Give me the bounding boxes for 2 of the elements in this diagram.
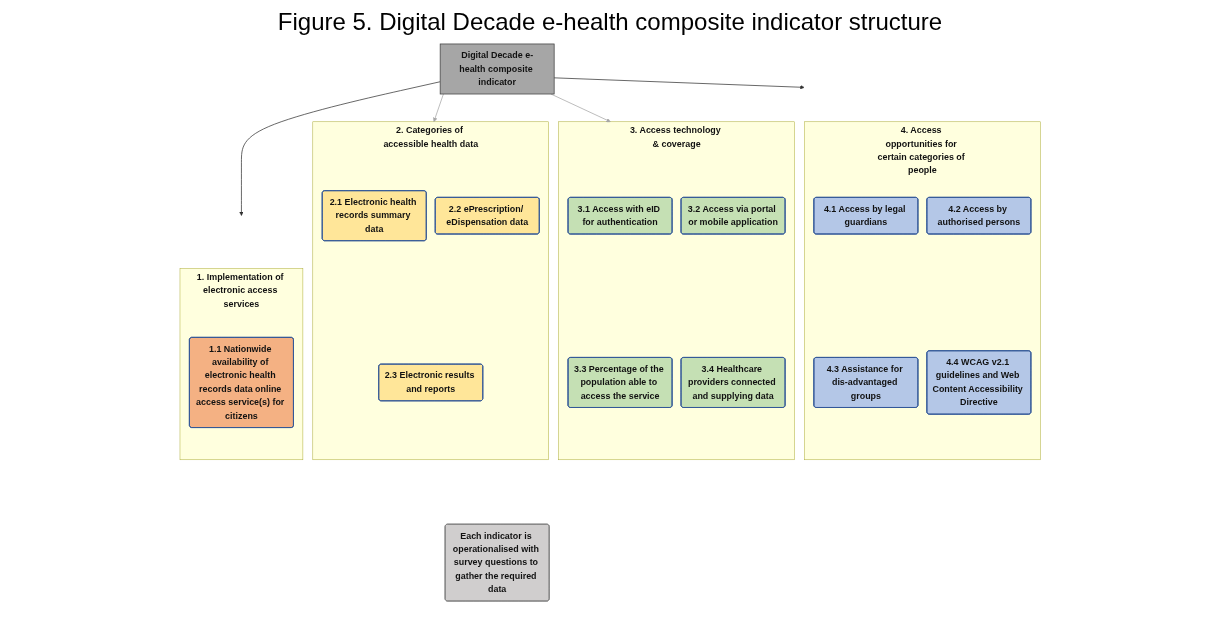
figure-title: Figure 5. Digital Decade e-health composite indicator structure xyxy=(276,8,944,36)
node-box: Digital Decade e-health composite indicator xyxy=(439,43,555,95)
